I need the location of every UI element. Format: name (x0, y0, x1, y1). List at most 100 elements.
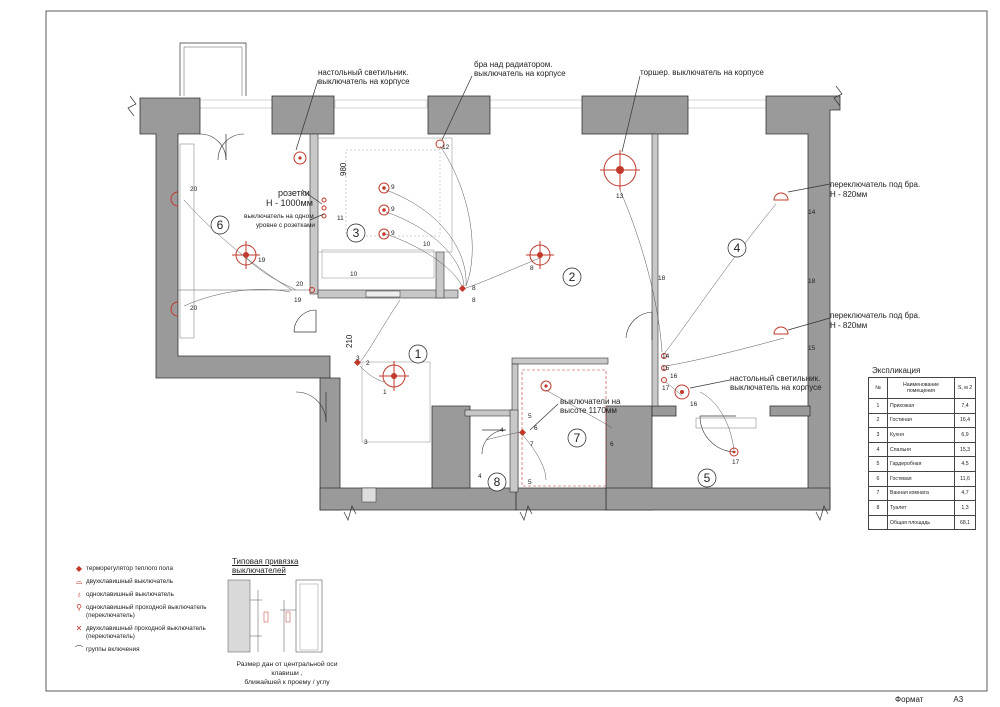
table-cell: Гостевая (887, 470, 955, 487)
legend-item: ✕двухклавишный проходной выключатель (пе… (72, 625, 232, 641)
double-switch-icon: ⌓ (75, 577, 83, 586)
table-cell: 7,4 (954, 398, 976, 414)
table-cell: 11,6 (954, 470, 976, 487)
annotation-sockets: розетки (278, 188, 310, 198)
annotation-table-lamp: настольный светильник. (318, 68, 408, 77)
legend-item: ⌓двухклавишный выключатель (72, 578, 232, 586)
point-label: 20 (190, 186, 198, 193)
table-header: № Наименование помещения S, м 2 (868, 377, 976, 399)
switch-markers (309, 197, 667, 437)
header-cell: № (868, 377, 888, 399)
point-label: 14 (808, 209, 816, 216)
legend-label: терморегулятор теплого пола (86, 565, 173, 572)
wall-sconces (170, 191, 789, 335)
point-label: 1 (383, 389, 387, 396)
point-label: 9 (391, 206, 395, 213)
table-cell: Гостиная (887, 412, 955, 429)
total-value: 68,1 (954, 514, 976, 531)
point-label: 9 (391, 184, 395, 191)
typical-binding-drawing (227, 579, 323, 653)
point-label: 12 (442, 144, 450, 151)
kitchen-furniture (317, 137, 453, 298)
point-label: 5 (528, 413, 532, 420)
annotation-sconce-switch: переключатель под бра. (830, 311, 920, 320)
single-switch-icon: ♁ (76, 590, 82, 599)
annotation-switch-level: уровне с розетками (256, 222, 315, 229)
legend-item: ⚲одноклавишный проходной выключатель (пе… (72, 604, 232, 620)
room-number: 6 (217, 218, 224, 232)
table-cell: 1 (868, 398, 888, 414)
point-label: 4 (478, 473, 482, 480)
table-cell: 7 (868, 485, 888, 502)
table-cell: 15,3 (954, 441, 976, 458)
room-number: 1 (415, 347, 422, 361)
point-label: 6 (610, 441, 614, 448)
point-label: 8 (530, 265, 534, 272)
legend-label: одноклавишный проходной выключатель (пер… (86, 604, 207, 619)
room-markers (210, 215, 747, 492)
table-cell: 4 (868, 441, 888, 458)
legend-label: группы включения (86, 646, 140, 653)
guest-closet (179, 143, 195, 339)
point-label: 19 (258, 257, 266, 264)
hallway-rug (361, 361, 431, 443)
total-label: Общая площадь (887, 514, 955, 531)
annotation-switch-level: выключатель на одном (244, 213, 314, 220)
dimension: 980 (339, 162, 348, 176)
table-cell: Туалет (887, 500, 955, 516)
typical-title-line: выключателей (232, 566, 286, 575)
point-label: 14 (662, 353, 670, 360)
room-number: 8 (494, 475, 501, 489)
legend-label: двухклавишный выключатель (86, 578, 174, 585)
annotation-switches-height: высоте 1170мм (560, 406, 617, 415)
point-label: 10 (423, 241, 431, 248)
typical-binding-note: Размер дан от центральной оси клавиши , … (222, 660, 352, 687)
table-cell: 3 (868, 427, 888, 443)
point-label: 18 (808, 278, 816, 285)
explication-title: Экспликация (872, 366, 921, 375)
kitchen-spotlights (378, 182, 390, 240)
point-label: 3 (364, 439, 368, 446)
room-number: 7 (574, 431, 581, 445)
sheet-frame (45, 10, 988, 692)
room-number: 3 (353, 226, 360, 240)
annotation-switches-height: выключатели на (560, 397, 621, 406)
bath-zone (521, 369, 607, 487)
point-label: 20 (296, 281, 304, 288)
table-cell: Спальня (887, 441, 955, 458)
switching-group-lines (183, 145, 785, 481)
table-cell: Гардеробная (887, 456, 955, 472)
point-label: 15 (808, 345, 816, 352)
point-label: 8 (472, 285, 476, 292)
point-label: 7 (530, 441, 534, 448)
point-label: 13 (616, 193, 624, 200)
table-cell: Ванная комната (887, 485, 955, 502)
bedroom-closet (695, 417, 757, 429)
table-cell: 4,5 (954, 456, 976, 472)
table-cell: 1,3 (954, 500, 976, 516)
format-label: Формат (895, 695, 924, 704)
header-cell: Наименование помещения (887, 377, 955, 399)
legend-label: одноклавишный выключатель (86, 591, 174, 598)
point-label: 18 (658, 275, 666, 282)
annotation-table-lamp: выключатель на корпусе (318, 77, 410, 86)
typical-binding-title: Типовая привязка выключателей (232, 557, 298, 575)
ceiling-lights (232, 139, 739, 457)
point-label: 17 (662, 385, 670, 392)
legend-item: ♁ одноклавишный выключатель (72, 591, 232, 599)
explication-table: Экспликация № Наименование помещения S, … (868, 366, 976, 531)
typical-title-line: Типовая привязка (232, 557, 299, 566)
door-swings (199, 133, 737, 455)
annotation-sconce-switch: Н - 820мм (830, 321, 867, 330)
table-cell: 5 (868, 456, 888, 472)
annotation-sconce-switch: переключатель под бра. (830, 180, 920, 189)
point-label: 5 (528, 479, 532, 486)
break-marks (127, 85, 843, 521)
dimension: 210 (345, 334, 354, 348)
annotations: настольный светильник. выключатель на ко… (244, 60, 920, 415)
